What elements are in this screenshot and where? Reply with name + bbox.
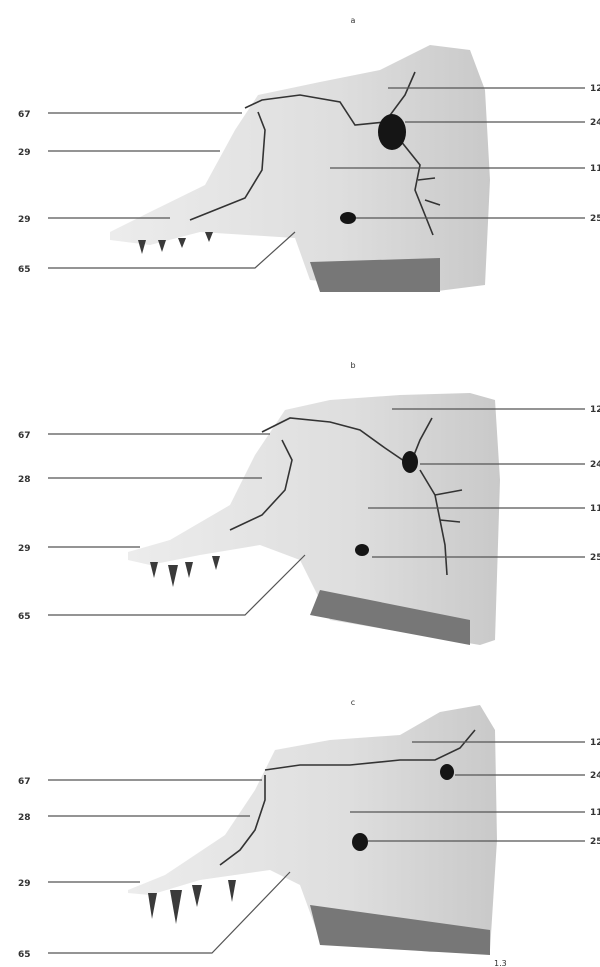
panel-c-label-67: 67 bbox=[18, 777, 31, 787]
panel-c-label-25: 25 bbox=[590, 837, 600, 847]
panel-c-label-28: 28 bbox=[18, 813, 31, 823]
panel-b-label-65: 65 bbox=[18, 612, 31, 622]
panel-a-label: a bbox=[351, 16, 356, 25]
panel-c-label-24: 24 bbox=[590, 771, 600, 781]
panel-b-label-67: 67 bbox=[18, 431, 31, 441]
panel-b-label-25: 25 bbox=[590, 553, 600, 563]
panel-c: c 67 28 29 65 12 24 11 25 bbox=[18, 698, 600, 960]
figure-number: 1.3 bbox=[494, 959, 507, 967]
panel-b-label-24: 24 bbox=[590, 460, 600, 470]
panel-b-label-12: 12 bbox=[590, 405, 600, 415]
panel-a-label-65: 65 bbox=[18, 265, 31, 275]
panel-a: a 67 29 29 65 12 24 11 25 bbox=[18, 16, 600, 292]
panel-c-label-29: 29 bbox=[18, 879, 31, 889]
panel-b-orbital-foramen bbox=[402, 451, 418, 473]
panel-a-cheek-teeth bbox=[310, 258, 440, 292]
panel-a-label-29-upper: 29 bbox=[18, 148, 31, 158]
panel-c-label: c bbox=[351, 698, 355, 707]
panel-b-label-29: 29 bbox=[18, 544, 31, 554]
panel-b-label-28: 28 bbox=[18, 475, 31, 485]
panel-b: b 67 28 29 65 12 24 11 25 bbox=[18, 361, 600, 645]
panel-a-infraorbital-foramen bbox=[340, 212, 356, 224]
panel-c-orbital-foramen bbox=[440, 764, 454, 780]
panel-c-infraorbital-foramen bbox=[352, 833, 368, 851]
panel-b-infraorbital-foramen bbox=[355, 544, 369, 556]
panel-b-label-11: 11 bbox=[590, 504, 600, 514]
panel-a-label-11: 11 bbox=[590, 164, 600, 174]
panel-c-label-65: 65 bbox=[18, 950, 31, 960]
panel-a-label-67: 67 bbox=[18, 110, 31, 120]
panel-a-orbital-foramen bbox=[378, 114, 406, 150]
panel-a-label-29-lower: 29 bbox=[18, 215, 31, 225]
panel-c-label-12: 12 bbox=[590, 738, 600, 748]
panel-a-label-12: 12 bbox=[590, 84, 600, 94]
panel-b-label: b bbox=[350, 361, 355, 370]
panel-a-label-24: 24 bbox=[590, 118, 600, 128]
panel-c-label-11: 11 bbox=[590, 808, 600, 818]
panel-a-label-25: 25 bbox=[590, 214, 600, 224]
